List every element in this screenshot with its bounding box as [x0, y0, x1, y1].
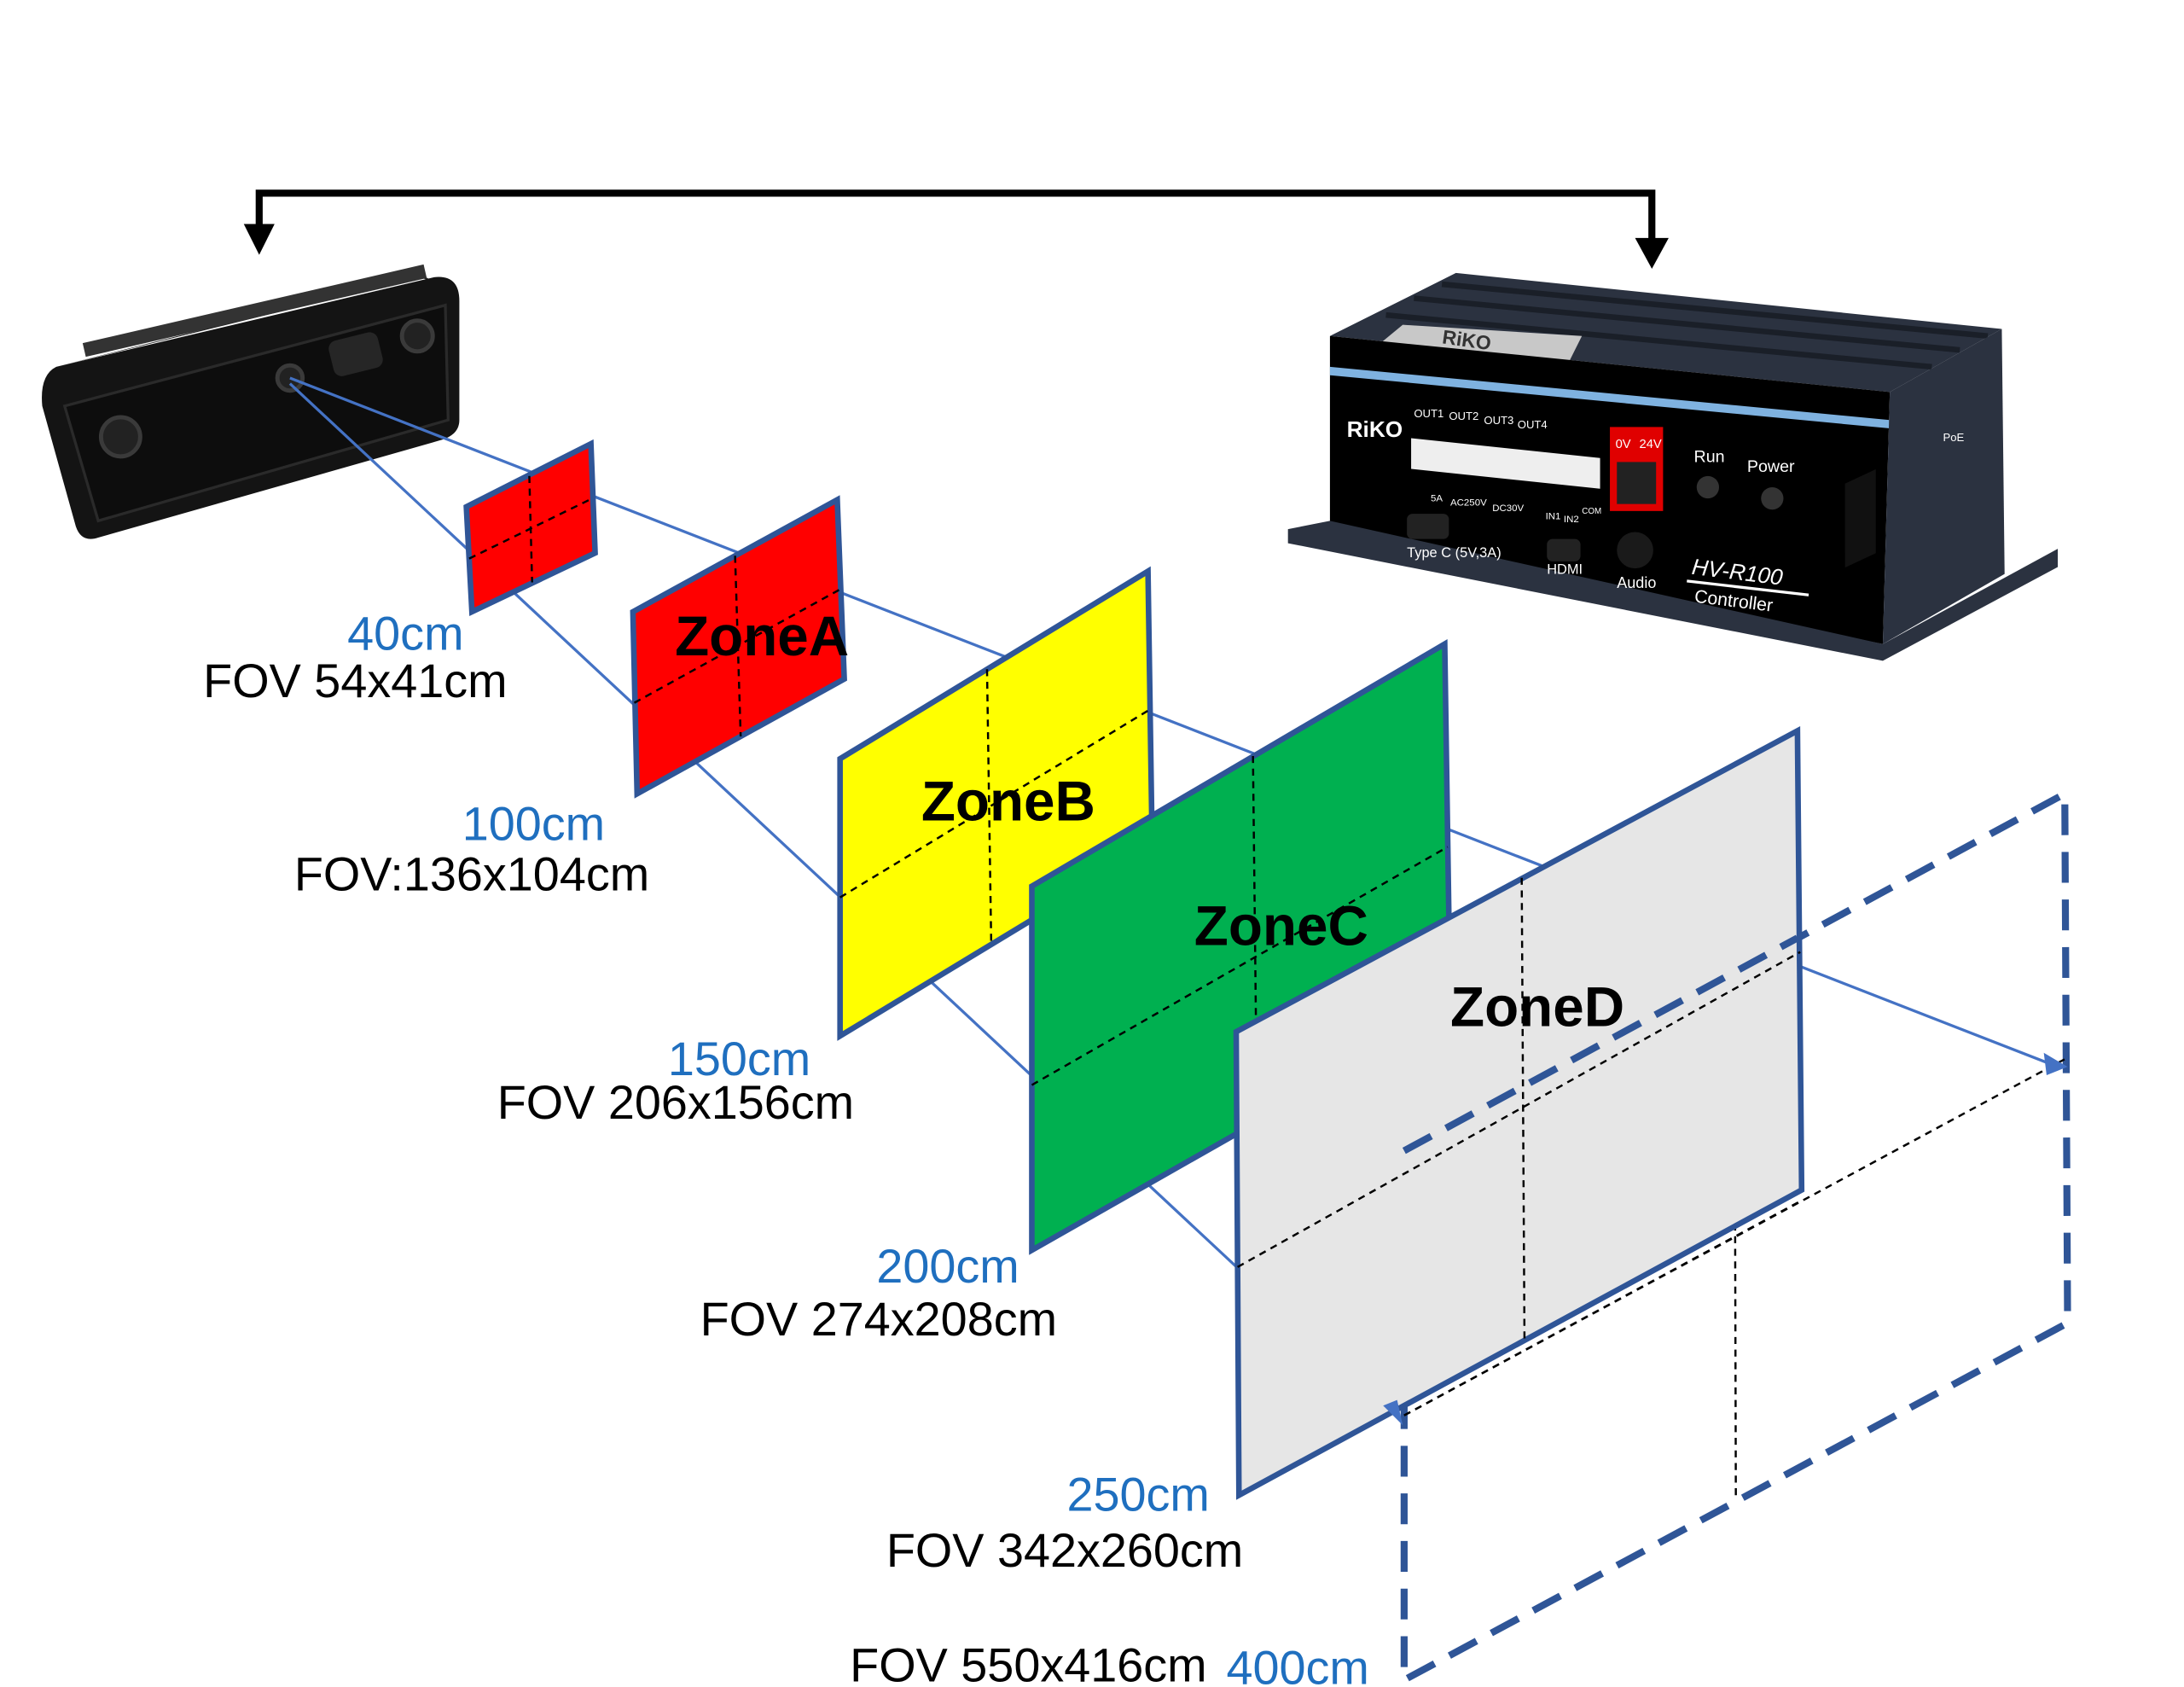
3d-camera-icon [42, 264, 460, 539]
label-dc30v: DC30V [1492, 503, 1524, 514]
fov-label: FOV 342x260cm [886, 1524, 1243, 1577]
zone-400cm-plane [1400, 788, 2071, 1686]
port-0v: 0V [1616, 438, 1631, 451]
zone-a: ZoneA [630, 495, 849, 799]
fov-label: FOV 206x156cm [497, 1076, 854, 1129]
fov-label: FOV 274x208cm [700, 1293, 1057, 1346]
controller-brand: RiKO [1347, 416, 1403, 442]
port-audio: Audio [1617, 574, 1656, 591]
arrowhead-camera [243, 224, 275, 255]
zone-400cm-front-edge [1402, 934, 1799, 1155]
ray-arrowhead-bottom [1383, 1399, 1403, 1426]
port-out1: OUT1 [1414, 407, 1443, 420]
distance-label: 400cm [1227, 1642, 1369, 1687]
zone-label: ZoneB [921, 770, 1095, 832]
distance-label: 150cm [668, 1033, 810, 1085]
label-ac250v: AC250V [1450, 497, 1487, 508]
arrowhead-controller [1635, 237, 1669, 270]
connection-arrow [255, 189, 1656, 250]
port-type-c: Type C (5V,3A) [1407, 545, 1502, 561]
distance-label: 250cm [1066, 1468, 1209, 1521]
port-hdmi: HDMI [1547, 562, 1583, 578]
zone-label: ZoneA [675, 605, 849, 667]
distance-label: 200cm [876, 1240, 1019, 1293]
port-out4: OUT4 [1518, 418, 1548, 431]
controller-device: RiKO RiKO OUT1 OUT2 OUT3 OUT4 5A AC250V … [1287, 272, 2059, 661]
port-in1: IN1 [1546, 512, 1561, 522]
zone-label: ZoneC [1194, 894, 1368, 957]
port-out3: OUT3 [1484, 414, 1513, 427]
label-run: Run [1693, 447, 1724, 466]
port-com: COM [1582, 507, 1601, 516]
zone-40cm [463, 439, 598, 617]
zone-b: ZoneB [837, 566, 1155, 1041]
distance-label: 40cm [347, 607, 463, 660]
zone-d: ZoneD [1233, 725, 1805, 1500]
distance-label: 100cm [462, 797, 605, 850]
port-out2: OUT2 [1449, 410, 1478, 422]
port-24v: 24V [1639, 438, 1661, 451]
label-power: Power [1747, 457, 1795, 476]
fov-label: FOV 550x416cm [850, 1638, 1206, 1687]
zone-label: ZoneD [1450, 976, 1624, 1038]
label-5a: 5A [1431, 493, 1443, 503]
fov-label: FOV 54x41cm [203, 654, 507, 707]
port-in2: IN2 [1564, 515, 1579, 525]
ray-arrowhead-top [2043, 1052, 2068, 1076]
port-poe: PoE [1943, 431, 1965, 444]
fov-label: FOV:136x104cm [294, 847, 649, 900]
